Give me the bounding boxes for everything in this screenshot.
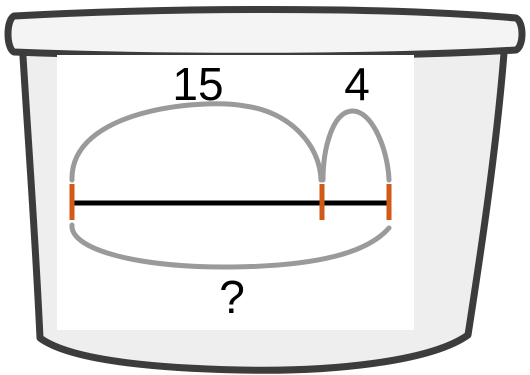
part-2-label: 4 [344,58,370,110]
pot-rim [8,10,522,57]
part-1-label: 15 [172,58,223,110]
total-label: ? [219,271,245,323]
